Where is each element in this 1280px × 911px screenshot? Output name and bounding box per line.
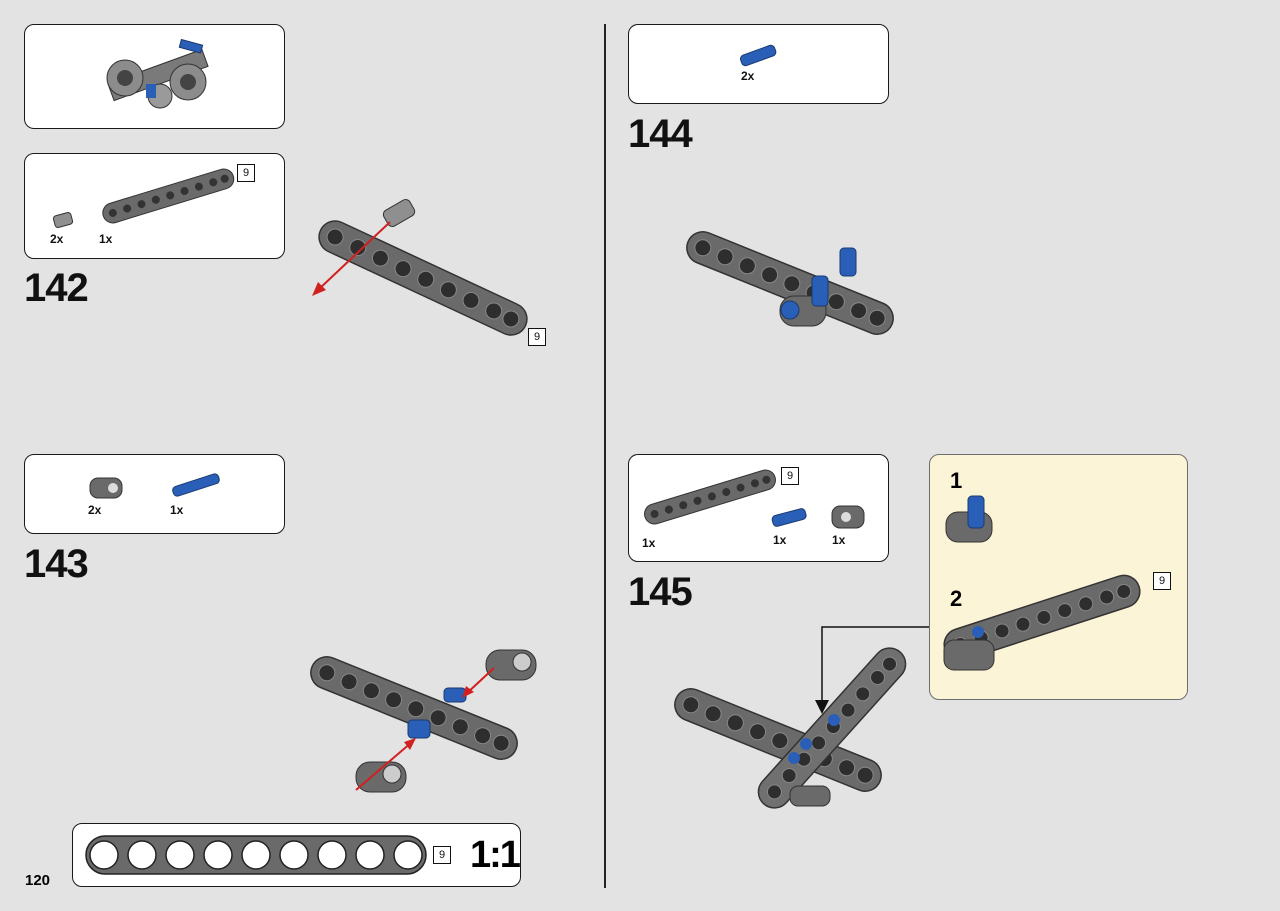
- page-divider: [604, 24, 606, 888]
- connector-icon: [831, 505, 865, 529]
- step-142-part-2-qty: 1x: [99, 232, 113, 246]
- beam-9-icon: [102, 168, 235, 224]
- step-144-number: 144: [628, 112, 693, 156]
- pin-blue-icon: [771, 508, 807, 527]
- axle-pin-blue-icon: [172, 473, 220, 497]
- connector-upper-icon: [485, 649, 537, 681]
- step-143-parts-box: [24, 454, 285, 534]
- substep-2-length-badge: 9: [1153, 572, 1171, 590]
- pin-grey-icon: [382, 199, 416, 227]
- scale-ruler-length-badge: 9: [433, 846, 451, 864]
- substep-1-connector-icon: [945, 495, 993, 543]
- step-145-number: 145: [628, 570, 693, 614]
- beam-9-icon: [644, 469, 776, 525]
- step-143-part-2-qty: 1x: [170, 503, 184, 517]
- substep-2-label: 2: [950, 586, 963, 611]
- step-142-number: 142: [24, 266, 89, 310]
- step-143-part-1-qty: 2x: [88, 503, 102, 517]
- page-number: 120: [25, 872, 51, 889]
- step-145-part-3-qty: 1x: [832, 533, 846, 547]
- substep-1-label: 1: [950, 468, 963, 493]
- step-142-callout-length-badge: 9: [528, 328, 546, 346]
- step-144-parts-box: [628, 24, 889, 104]
- friction-pin-icon: [52, 212, 74, 228]
- pin-blue-icon: [740, 44, 777, 67]
- step-142-part-1-qty: 2x: [50, 232, 64, 246]
- step-142-part-2-length-badge: 9: [237, 164, 255, 182]
- step-144-part-1-qty: 2x: [741, 69, 755, 83]
- step-145-part-1-qty: 1x: [642, 536, 656, 550]
- step-145-part-2-qty: 1x: [773, 533, 787, 547]
- sub-assembly-pointer: [821, 626, 929, 700]
- scale-label: 1:1: [470, 834, 521, 876]
- step-143-number: 143: [24, 542, 89, 586]
- step-145-part-1-length-badge: 9: [781, 467, 799, 485]
- connector-lower-icon: [355, 761, 407, 793]
- connector-icon: [89, 477, 123, 499]
